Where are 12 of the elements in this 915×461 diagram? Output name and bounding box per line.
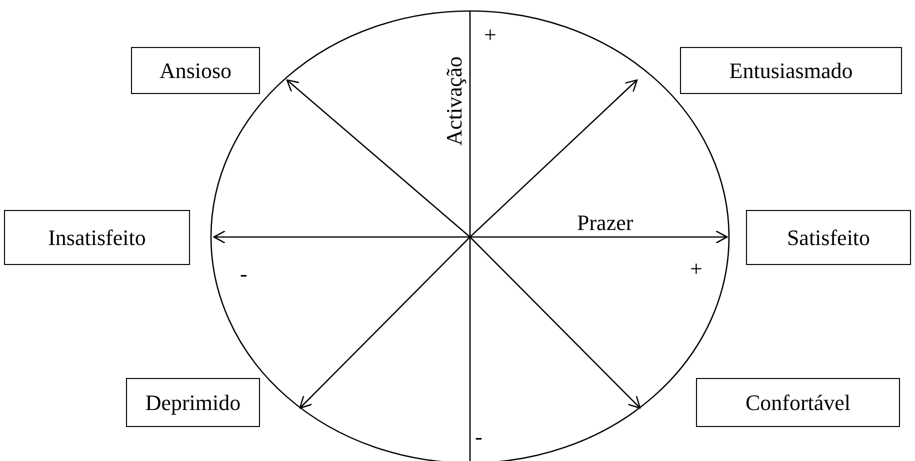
emotion-box: Insatisfeito <box>4 210 190 265</box>
sign-label: - <box>475 426 482 448</box>
emotion-box: Confortável <box>696 378 900 427</box>
axis-label: Activação <box>444 56 466 146</box>
sign-label: - <box>240 263 248 285</box>
emotion-box: Satisfeito <box>746 210 911 265</box>
sign-label: + <box>690 258 702 280</box>
sign-label: + <box>484 24 496 46</box>
axis-label: Prazer <box>577 212 634 234</box>
emotion-box: Ansioso <box>131 47 260 94</box>
emotion-box: Deprimido <box>126 378 260 427</box>
emotion-box: Entusiasmado <box>680 47 902 94</box>
